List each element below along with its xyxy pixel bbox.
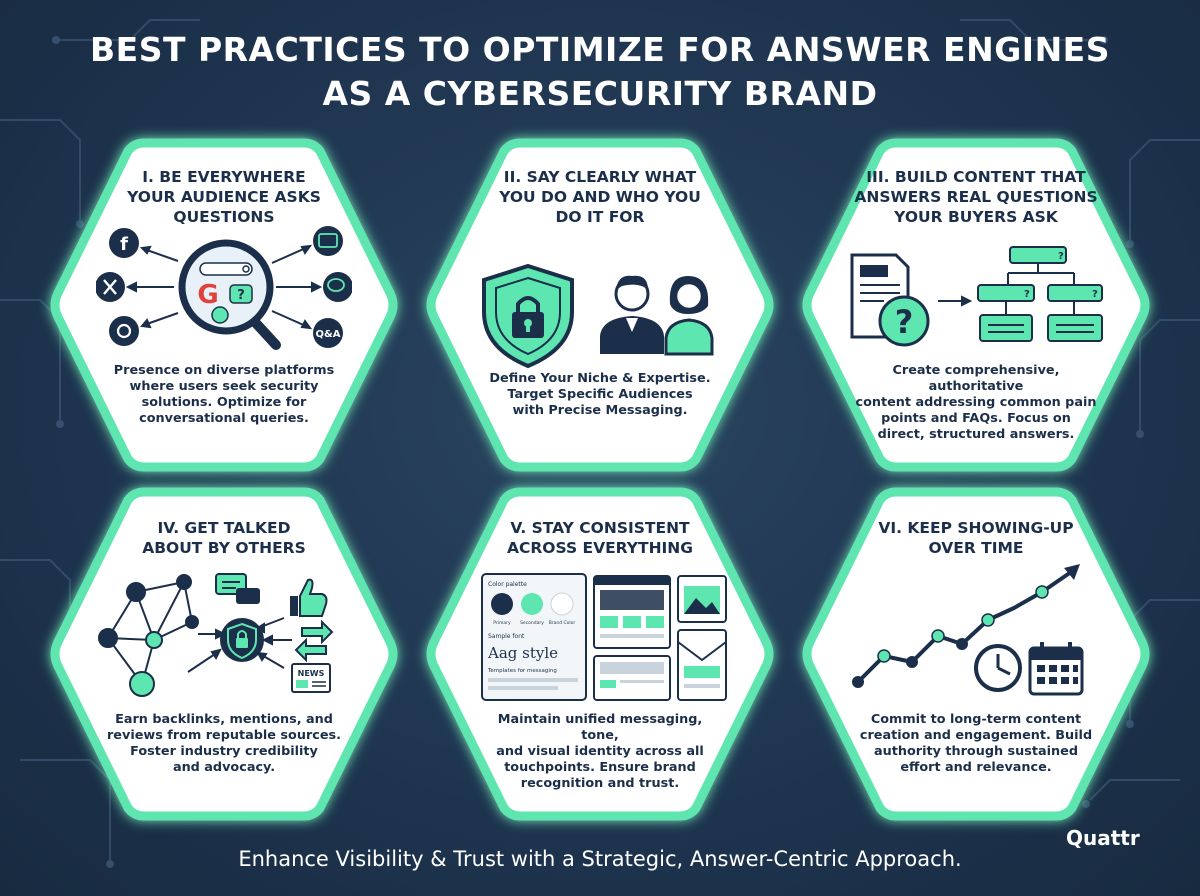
card-title: VI. KEEP SHOWING-UP OVER TIME — [878, 519, 1074, 557]
svg-text:Sample font: Sample font — [488, 633, 525, 640]
thumbs-up-icon — [290, 578, 328, 617]
card-be-everywhere: I. BE EVERYWHERE YOUR AUDIENCE ASKS QUES… — [44, 135, 404, 475]
clock-icon — [974, 644, 1022, 692]
title-line-2: AS A CYBERSECURITY BRAND — [322, 74, 878, 113]
card-title: III. BUILD CONTENT THAT ANSWERS REAL QUE… — [854, 168, 1098, 226]
card-description: Maintain unified messaging, tone, and vi… — [496, 712, 704, 791]
card-description: Presence on diverse platforms where user… — [113, 363, 335, 426]
card-title: IV. GET TALKED ABOUT BY OTHERS — [142, 519, 306, 557]
card-description: Create comprehensive, authoritative cont… — [855, 363, 1097, 442]
image-icon — [677, 575, 727, 623]
hexagon-frame — [50, 487, 398, 821]
svg-text:?: ? — [895, 303, 914, 341]
page-title: BEST PRACTICES TO OPTIMIZE FOR ANSWER EN… — [0, 28, 1200, 116]
website-icon — [593, 575, 671, 649]
network-icon — [98, 574, 199, 697]
woman-icon — [664, 276, 714, 356]
qa-icon: Q&A — [313, 318, 343, 348]
svg-text:Templates for messaging: Templates for messaging — [487, 668, 557, 674]
facebook-icon: f — [109, 228, 139, 258]
chat-bubbles-icon — [323, 272, 352, 302]
svg-text:?: ? — [1092, 289, 1098, 300]
svg-text:Primary: Primary — [493, 620, 511, 626]
style-guide-icon: Color palette Primary Secondary Brand Co… — [481, 573, 587, 701]
illustration-say-clearly — [482, 263, 714, 369]
quattr-logo: Quattr — [1066, 826, 1140, 850]
question-circle-icon: ? — [878, 295, 930, 347]
card-description: Commit to long-term content creation and… — [859, 712, 1093, 775]
chat-bubbles-icon — [215, 573, 260, 604]
hexagon-frame — [802, 138, 1150, 472]
magnifier-icon — [178, 239, 281, 350]
illustration-build-content: ? ? ? ? — [850, 246, 1103, 347]
share-arrows-icon — [294, 619, 334, 663]
svg-text:f: f — [120, 234, 128, 255]
svg-text:Secondary: Secondary — [520, 620, 544, 626]
google-icon: G — [197, 280, 218, 310]
envelope-icon — [677, 629, 727, 701]
hexagon-frame — [802, 487, 1150, 821]
svg-text:G: G — [197, 280, 218, 310]
card-title: I. BE EVERYWHERE YOUR AUDIENCE ASKS QUES… — [127, 168, 321, 226]
svg-text:Aag style: Aag style — [487, 644, 558, 662]
news-icon: NEWS — [291, 663, 331, 693]
card-icon — [593, 655, 671, 701]
man-icon — [600, 275, 664, 354]
illustration-keep-showing-up — [852, 564, 1084, 696]
threads-icon — [109, 316, 139, 346]
illustration-get-talked-about: NEWS — [98, 573, 334, 697]
shield-lock-icon — [220, 618, 264, 662]
card-description: Earn backlinks, mentions, and reviews fr… — [106, 712, 342, 775]
illustration-everywhere: f G ? — [96, 226, 352, 350]
flowchart-icon — [977, 246, 1103, 342]
card-keep-showing-up: VI. KEEP SHOWING-UP OVER TIME — [796, 484, 1156, 824]
svg-text:Color palette: Color palette — [488, 581, 527, 588]
card-stay-consistent: V. STAY CONSISTENT ACROSS EVERYTHING Col… — [420, 484, 780, 824]
shield-lock-icon — [482, 263, 574, 369]
video-icon — [313, 226, 343, 256]
calendar-icon — [1028, 642, 1084, 696]
hexagon-frame — [426, 138, 774, 472]
card-get-talked-about: IV. GET TALKED ABOUT BY OTHERS — [44, 484, 404, 824]
footer-tagline: Enhance Visibility & Trust with a Strate… — [238, 847, 962, 871]
question-bubble-icon: ? — [211, 284, 253, 324]
svg-text:NEWS: NEWS — [298, 669, 325, 678]
card-build-content: III. BUILD CONTENT THAT ANSWERS REAL QUE… — [796, 135, 1156, 475]
svg-text:?: ? — [237, 288, 245, 303]
card-description: Define Your Niche & Expertise. Target Sp… — [489, 371, 711, 418]
x-icon — [96, 272, 125, 302]
card-title: V. STAY CONSISTENT ACROSS EVERYTHING — [507, 519, 693, 557]
illustration-stay-consistent: Color palette Primary Secondary Brand Co… — [481, 573, 727, 701]
svg-text:?: ? — [1024, 289, 1030, 300]
card-say-clearly: II. SAY CLEARLY WHAT YOU DO AND WHO YOU … — [420, 135, 780, 475]
svg-text:Q&A: Q&A — [316, 329, 341, 340]
card-title: II. SAY CLEARLY WHAT YOU DO AND WHO YOU … — [499, 168, 701, 226]
svg-text:?: ? — [1058, 251, 1064, 262]
growth-line-icon — [852, 564, 1080, 688]
title-line-1: BEST PRACTICES TO OPTIMIZE FOR ANSWER EN… — [90, 30, 1110, 69]
svg-text:Brand Color: Brand Color — [549, 620, 576, 626]
